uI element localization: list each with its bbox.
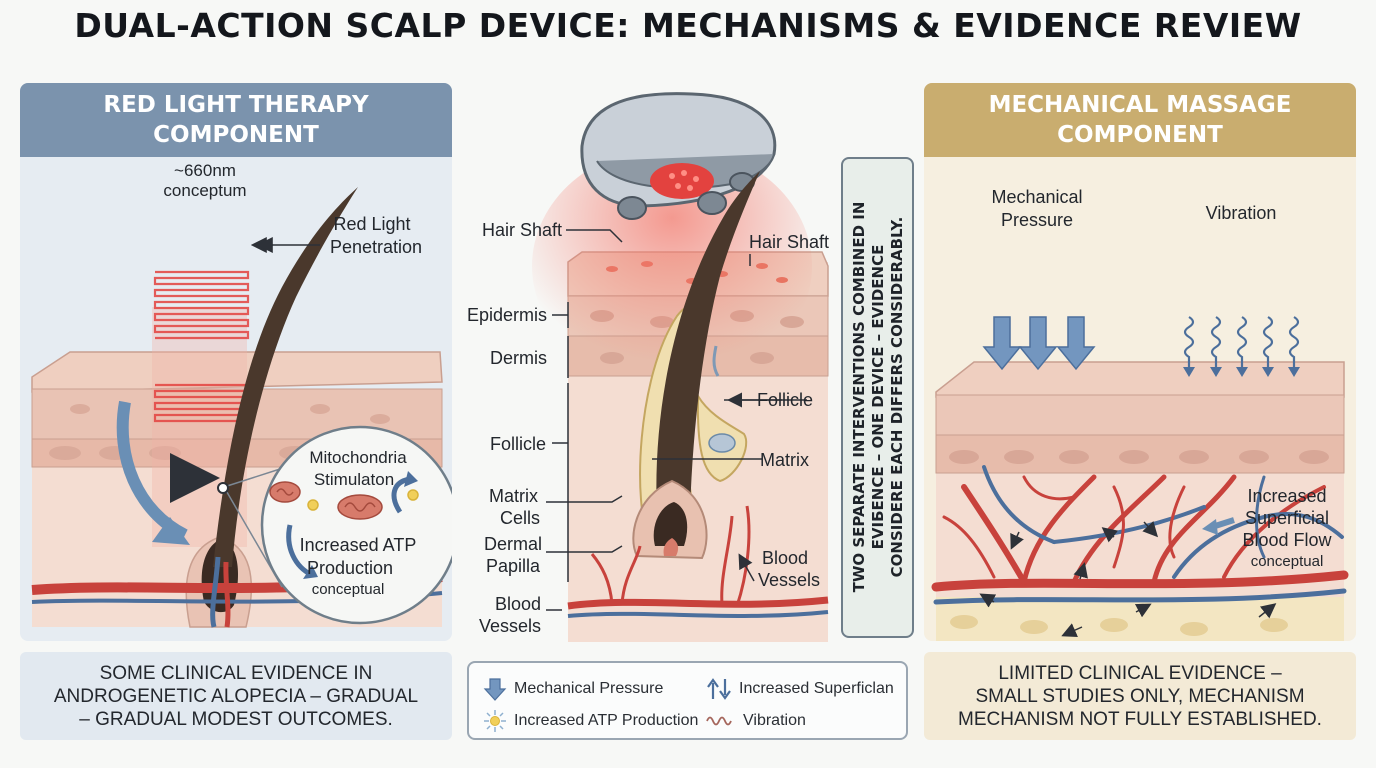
- mitochondria-label: Mitochondria: [309, 448, 407, 467]
- matrix-label: Matrix: [760, 450, 809, 470]
- pressure-label: Mechanical: [991, 187, 1082, 207]
- hair-shaft: [213, 187, 358, 567]
- note-line-3: CONSIDERE EACH DIFFERS CONSIDERABLY.: [888, 217, 906, 578]
- red-light-panel: RED LIGHT THERAPY COMPONENT: [20, 83, 452, 641]
- dermal-papilla-label-2: Papilla: [486, 556, 541, 576]
- blood-flow-label-4: conceptual: [1251, 553, 1324, 570]
- note-line-1: TWO SEPARATE INTERVENTIONS COMBINED IN: [850, 202, 868, 593]
- note-line-2: EVIƂENCE – ONE DEVICE – EVIDENCE: [869, 245, 887, 550]
- matrix-cells-label: Matrix: [489, 486, 538, 506]
- blood-vessels-label-right-2: Vessels: [758, 570, 820, 590]
- legend-label: Vibration: [743, 712, 806, 729]
- massage-panel-header: MECHANICAL MASSAGE COMPONENT: [924, 83, 1356, 157]
- legend-label: Mechanical Pressure: [514, 680, 664, 697]
- red-light-label: Red Light: [333, 214, 410, 234]
- page-title: DUAL-ACTION SCALP DEVICE: MECHANISMS & E…: [74, 6, 1302, 45]
- wavelength-sublabel: conceptum: [163, 181, 246, 200]
- follicle-label: Follicle: [490, 434, 546, 454]
- wavelength-label: ~660nm: [174, 161, 236, 180]
- dermal-papilla-label: Dermal: [484, 534, 542, 554]
- mitochondria-label-2: Stimulaton: [314, 470, 394, 489]
- legend-item-atp: Increased ATP Production: [483, 709, 698, 733]
- blood-flow-label-2: Superficial: [1245, 508, 1329, 528]
- red-light-diagram: ~660nm conceptum Red Light Penetration M…: [31, 161, 452, 628]
- atp-label: Increased ATP: [300, 535, 417, 555]
- dermis-label: Dermis: [490, 348, 547, 368]
- atp-label-3: conceptual: [312, 581, 385, 598]
- atp-burst-icon: [307, 489, 419, 511]
- red-light-evidence-note: SOME CLINICAL EVIDENCE IN ANDROGENETIC A…: [20, 652, 452, 740]
- massage-panel: MECHANICAL MASSAGE COMPONENT: [924, 83, 1356, 641]
- scalp-device-icon: [580, 92, 777, 220]
- blood-flow-label: Increased: [1247, 486, 1326, 506]
- massage-diagram: Mechanical Pressure Vibration Increased …: [931, 187, 1349, 641]
- blood-flow-network: [931, 465, 1349, 605]
- blood-vessels-label-right: Blood: [762, 548, 808, 568]
- legend-item-vibration: Vibration: [706, 709, 806, 733]
- hair-shaft: [656, 171, 760, 516]
- legend-label: Increased ATP Production: [514, 712, 699, 729]
- updown-arrows-icon: [707, 678, 731, 700]
- hair-shaft-label: Hair Shaft: [482, 220, 562, 240]
- legend-label: Increased Superficlan: [739, 680, 894, 697]
- mitochondria-icon: [269, 481, 383, 520]
- legend-item-pressure: Mechanical Pressure: [483, 677, 663, 701]
- matrix-cells-label-2: Cells: [500, 508, 540, 528]
- red-light-wave: [153, 270, 250, 423]
- vibration-label: Vibration: [1206, 203, 1277, 223]
- legend-item-blood-flow: Increased Superficlan: [706, 677, 894, 701]
- massage-evidence-note: LIMITED CLINICAL EVIDENCE – SMALL STUDIE…: [924, 652, 1356, 740]
- combined-evidence-note: TWO SEPARATE INTERVENTIONS COMBINED IN E…: [841, 157, 914, 638]
- red-light-label-2: Penetration: [330, 237, 422, 257]
- wave-icon: [706, 716, 732, 726]
- blood-vessels-label-2: Vessels: [479, 616, 541, 636]
- hair-shaft-label-right: Hair Shaft: [749, 232, 829, 252]
- blood-flow-label-3: Blood Flow: [1242, 530, 1332, 550]
- follicle-label-right: Follicle: [757, 390, 813, 410]
- red-light-panel-header: RED LIGHT THERAPY COMPONENT: [20, 83, 452, 157]
- down-arrow-icon: [483, 678, 507, 701]
- legend: Mechanical Pressure Increased Superficla…: [467, 661, 908, 740]
- blood-vessels-label: Blood: [495, 594, 541, 614]
- vibration-icon: [1183, 316, 1300, 369]
- atp-label-2: Production: [307, 558, 393, 578]
- pressure-label-2: Pressure: [1001, 210, 1073, 230]
- atp-burst-icon: [484, 710, 506, 732]
- center-anatomy-diagram: Hair Shaft Hair Shaft Epidermis Dermis F…: [467, 92, 829, 642]
- pressure-arrow-icon: [982, 316, 1096, 371]
- epidermis-label: Epidermis: [467, 305, 547, 325]
